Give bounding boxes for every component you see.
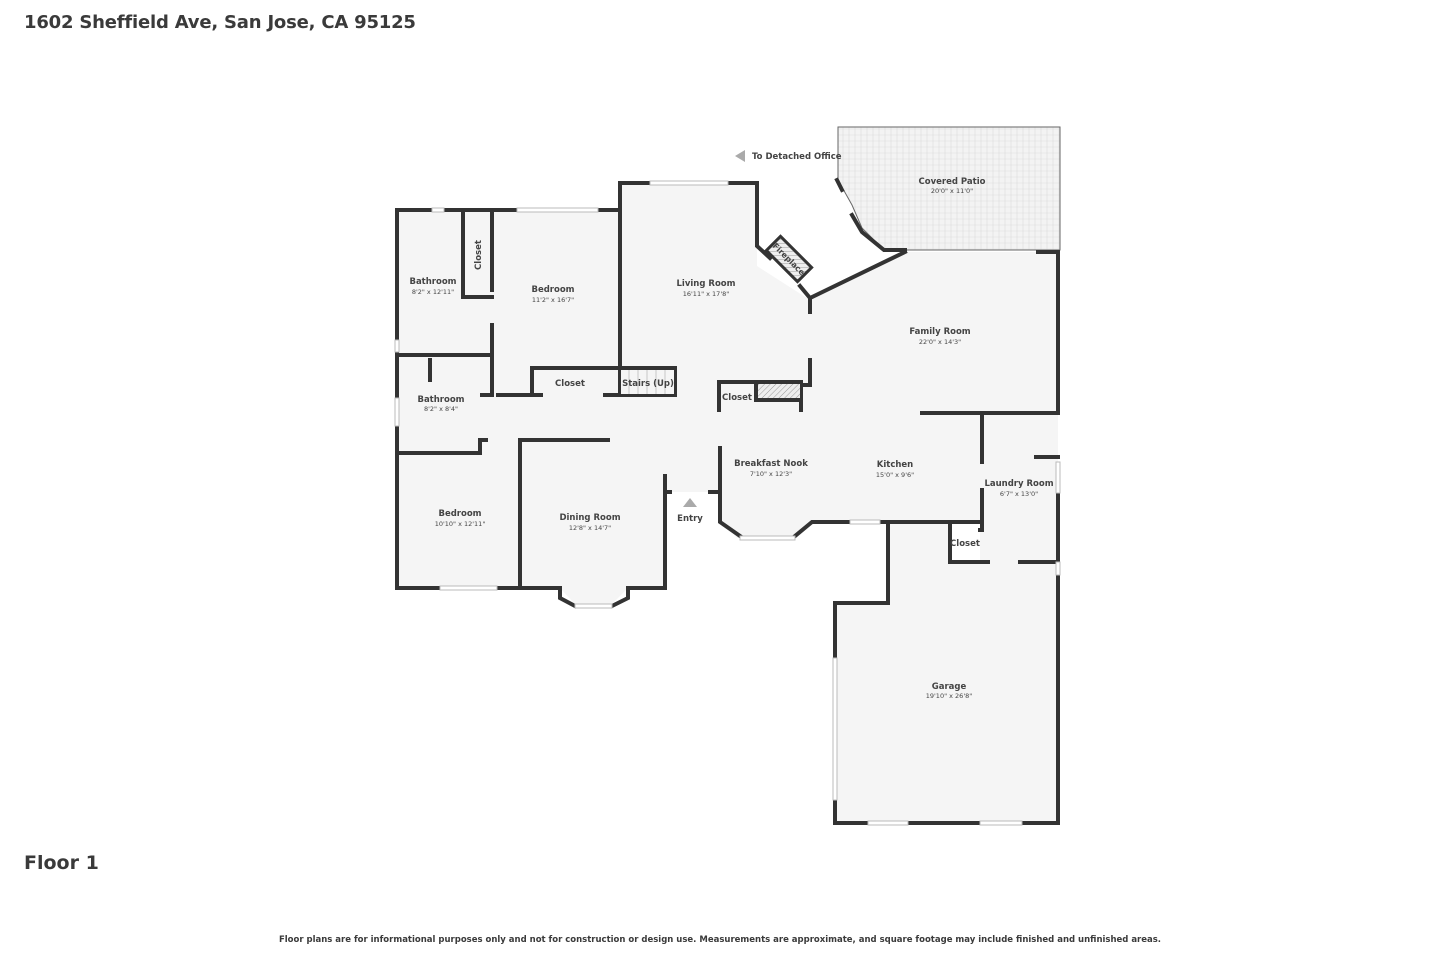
svg-text:Stairs (Up): Stairs (Up) — [622, 379, 674, 389]
floor-fill — [397, 183, 1058, 823]
svg-text:To Detached Office: To Detached Office — [752, 152, 842, 162]
svg-text:16'11" x 17'8": 16'11" x 17'8" — [683, 290, 729, 298]
svg-text:12'8" x 14'7": 12'8" x 14'7" — [569, 524, 611, 532]
svg-text:Bathroom: Bathroom — [417, 395, 464, 405]
arrow-left-icon — [735, 150, 745, 162]
svg-text:Closet: Closet — [474, 240, 484, 270]
svg-text:Kitchen: Kitchen — [877, 460, 913, 470]
svg-text:19'10" x 26'8": 19'10" x 26'8" — [926, 692, 972, 700]
fireplace: Fireplace — [764, 234, 814, 284]
svg-text:Bedroom: Bedroom — [531, 285, 574, 295]
svg-text:10'10" x 12'11": 10'10" x 12'11" — [435, 520, 486, 528]
hatched-shelf — [758, 384, 800, 398]
svg-text:Closet: Closet — [950, 539, 980, 549]
svg-text:Covered Patio: Covered Patio — [919, 177, 986, 187]
svg-text:15'0" x 9'6": 15'0" x 9'6" — [876, 471, 914, 479]
floor-label: Floor 1 — [24, 852, 99, 874]
svg-text:8'2" x 12'11": 8'2" x 12'11" — [412, 288, 454, 296]
detached-office-annotation: To Detached Office — [735, 150, 842, 162]
room-labels: Bathroom 8'2" x 12'11" Closet Bedroom 11… — [409, 177, 1053, 700]
windows — [394, 180, 1061, 826]
svg-text:Breakfast Nook: Breakfast Nook — [734, 459, 808, 469]
property-address: 1602 Sheffield Ave, San Jose, CA 95125 — [24, 12, 416, 33]
svg-text:6'7" x 13'0": 6'7" x 13'0" — [1000, 490, 1038, 498]
disclaimer-text: Floor plans are for informational purpos… — [278, 935, 1162, 945]
svg-text:Bedroom: Bedroom — [438, 509, 481, 519]
svg-text:Dining Room: Dining Room — [559, 513, 620, 523]
svg-text:Garage: Garage — [932, 682, 967, 692]
svg-text:Laundry Room: Laundry Room — [984, 479, 1053, 489]
svg-text:Living Room: Living Room — [677, 279, 736, 289]
svg-text:11'2" x 16'7": 11'2" x 16'7" — [532, 296, 574, 304]
svg-text:Family Room: Family Room — [909, 327, 970, 337]
svg-text:22'0" x 14'3": 22'0" x 14'3" — [919, 338, 961, 346]
svg-text:Closet: Closet — [722, 393, 752, 403]
svg-text:7'10" x 12'3": 7'10" x 12'3" — [750, 470, 792, 478]
svg-text:Bathroom: Bathroom — [409, 277, 456, 287]
entry-marker: Entry — [677, 498, 703, 524]
svg-text:Closet: Closet — [555, 379, 585, 389]
svg-text:8'2" x 8'4": 8'2" x 8'4" — [424, 405, 458, 413]
svg-text:Entry: Entry — [677, 514, 703, 524]
arrow-up-icon — [683, 498, 697, 507]
stairs — [621, 370, 674, 394]
svg-text:20'0" x 11'0": 20'0" x 11'0" — [931, 187, 973, 195]
